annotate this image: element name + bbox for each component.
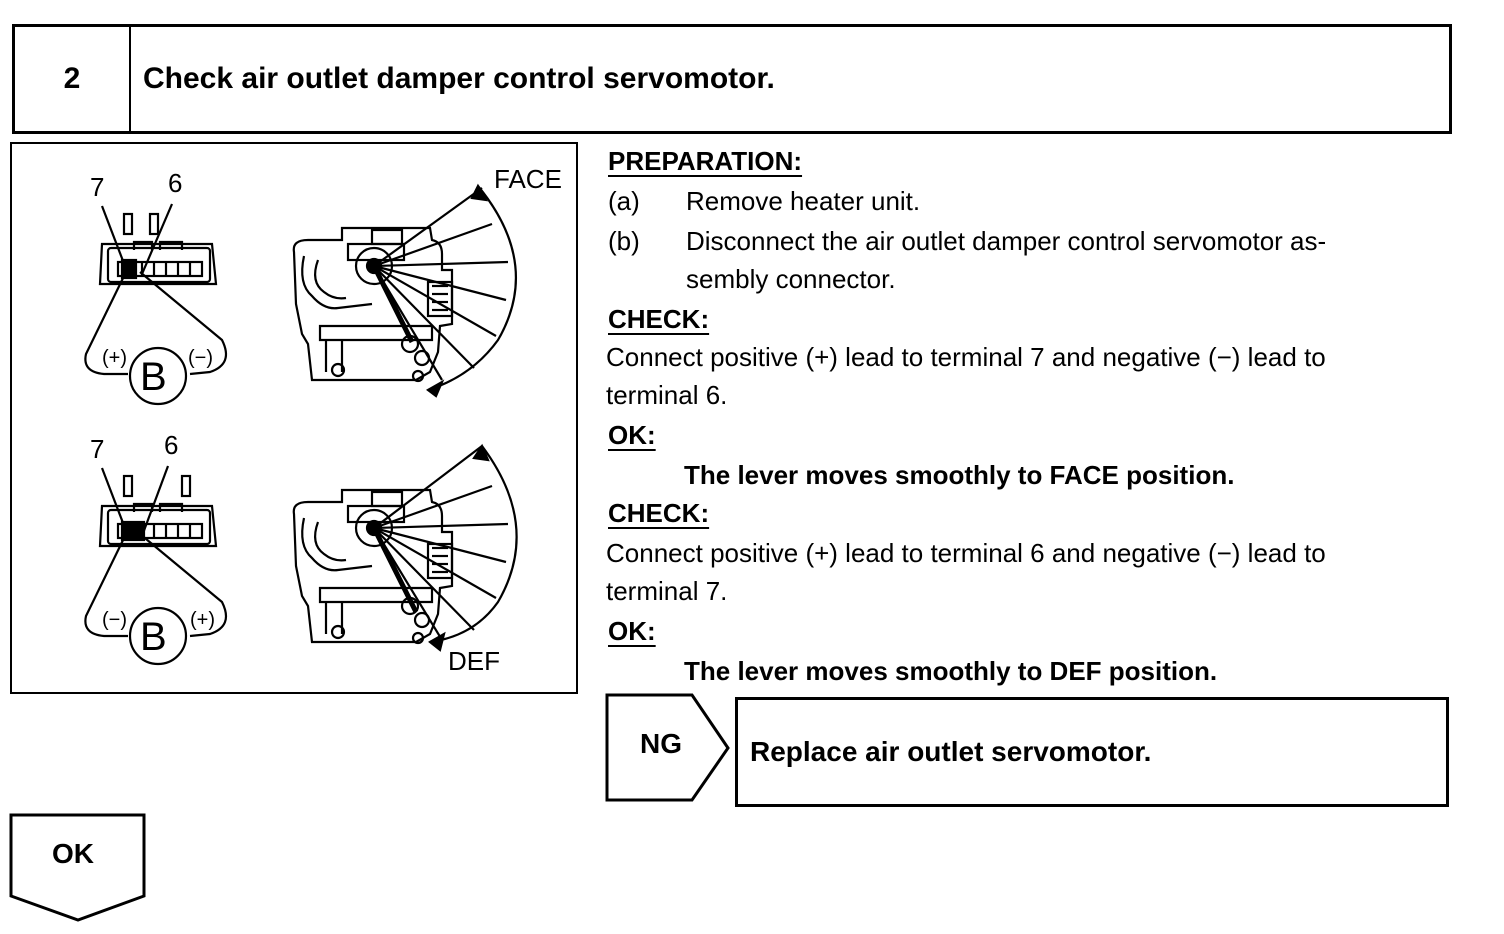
pin-6-label-top: 6 [168,168,182,198]
lead-negative-label-bottom: (−) [102,609,127,631]
ok1-text: The lever moves smoothly to FACE positio… [684,460,1235,490]
step-number: 2 [15,27,131,131]
prep-a-marker: (a) [608,186,640,216]
preparation-heading: PREPARATION: [608,146,803,176]
step-header: 2 Check air outlet damper control servom… [12,24,1452,134]
prep-a-text: Remove heater unit. [686,186,921,216]
lead-positive-label-bottom: (+) [190,609,215,631]
face-position-label: FACE [494,164,562,194]
ng-action-text: Replace air outlet servomotor. [750,736,1152,767]
battery-label-top: B [140,355,167,399]
lead-positive-label-top: (+) [102,347,127,369]
prep-b-marker: (b) [608,226,640,256]
connector-bottom: 7 6 B (−) (+) [84,430,228,666]
servomotor-top: FACE [292,164,562,398]
lead-negative-label-top: (−) [188,347,213,369]
check1-line1: Connect positive (+) lead to terminal 7 … [606,342,1326,372]
ng-action-box: Replace air outlet servomotor. [735,697,1449,807]
ok2-text: The lever moves smoothly to DEF position… [684,656,1218,686]
ng-label: NG [640,728,682,759]
ok2-heading: OK: [608,616,656,646]
battery-label-bottom: B [140,615,167,659]
pin-6-label-bottom: 6 [164,430,178,460]
step-title: Check air outlet damper control servomot… [143,62,775,95]
check2-line2: terminal 7. [606,576,728,606]
ok-arrow-shape [9,813,146,922]
ok1-heading: OK: [608,420,656,450]
connector-top: 7 6 B (+) (−) [84,168,228,406]
prep-b-line2: sembly connector. [686,264,896,294]
check2-heading: CHECK: [608,498,710,528]
pin-7-label-top: 7 [90,172,104,202]
check1-heading: CHECK: [608,304,710,334]
pin-7-label-bottom: 7 [90,434,104,464]
ok-label: OK [52,838,94,869]
servomotor-bottom: DEF [292,443,518,676]
check2-line1: Connect positive (+) lead to terminal 6 … [606,538,1326,568]
prep-b-line1: Disconnect the air outlet damper control… [686,226,1327,256]
servomotor-diagram: 7 6 B (+) (−) [10,142,578,694]
check1-line2: terminal 6. [606,380,728,410]
ng-arrow-shape [605,693,730,802]
def-position-label: DEF [448,646,500,676]
